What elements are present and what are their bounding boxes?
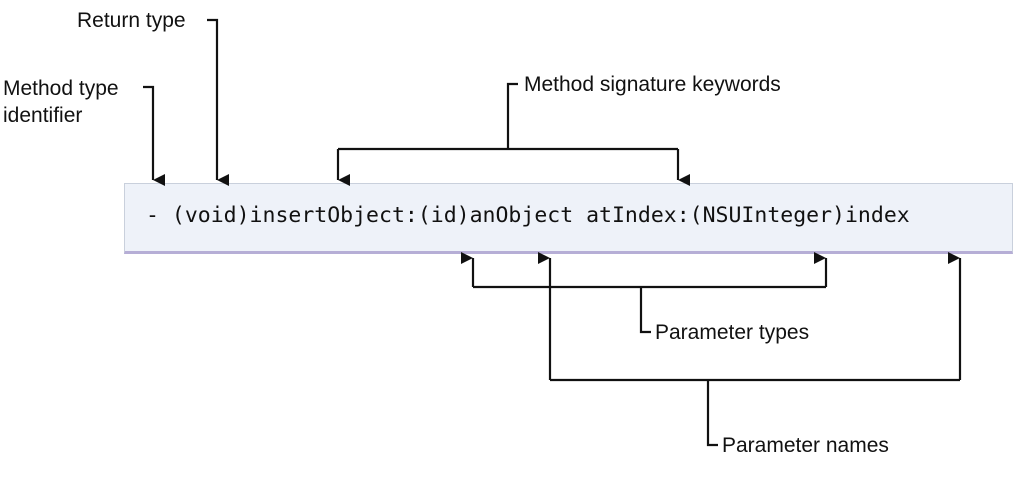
- label-method-type-identifier: Method type identifier: [3, 77, 119, 127]
- label-parameter-types: Parameter types: [655, 321, 810, 344]
- code-signature-box: [124, 183, 1013, 254]
- label-parameter-names: Parameter names: [722, 434, 889, 457]
- parameter-types-leader: [639, 287, 651, 334]
- method-declaration-code: - (void)insertObject:(id)anObject atInde…: [146, 203, 910, 228]
- return-type-connector: [207, 18, 229, 186]
- parameter-names-leader: [706, 380, 718, 447]
- method-signature-keywords-bracket: [506, 82, 518, 149]
- label-method-signature-keywords: Method signature keywords: [524, 73, 781, 96]
- label-return-type: Return type: [77, 9, 186, 32]
- method-type-identifier-connector: [143, 85, 165, 186]
